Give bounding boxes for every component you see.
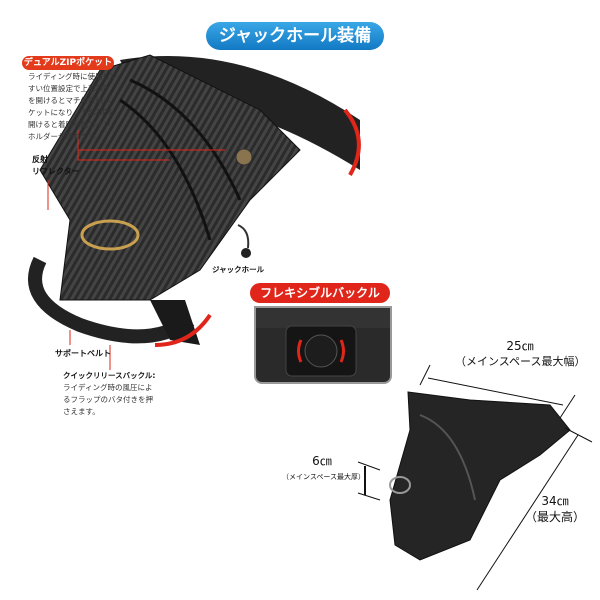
text-line: 開けると着脱可能コイン	[28, 120, 111, 129]
rotate-arrow-icon	[339, 339, 345, 363]
text-line: 反射	[32, 155, 48, 164]
jack-hole	[235, 148, 253, 166]
text-line: を開けるとマチ付収納ポ	[28, 96, 111, 105]
text-line: ライディング時の風圧によ	[63, 383, 153, 392]
dimension-note: （最大高）	[524, 510, 585, 524]
rotate-arrow-icon	[343, 108, 361, 176]
reflector-label: 反射 リフレクター	[32, 154, 80, 178]
text-line: リフレクター	[32, 167, 80, 176]
buckle-closeup	[254, 306, 392, 384]
text-line: すい位置設定で上部ZIP	[28, 84, 108, 93]
support-belt-label: サポートベルト	[55, 349, 111, 358]
flexible-buckle-title: フレキシブルバックル	[250, 283, 390, 303]
dimension-value: 34㎝	[541, 494, 569, 508]
width-dimension: 25㎝ （メインスペース最大幅）	[455, 338, 585, 370]
jack-hole-header: ジャックホール装備	[206, 22, 384, 50]
quick-release-title: クイックリリースバックル:	[63, 371, 156, 380]
dimension-note: （メインスペース最大厚）	[282, 473, 366, 481]
thickness-dimension: 6㎝ （メインスペース最大厚）	[282, 453, 366, 485]
dimension-value: 6㎝	[312, 454, 332, 468]
dimension-note: （メインスペース最大幅）	[455, 355, 586, 368]
height-dimension: 34㎝ （最大高）	[520, 493, 590, 525]
bag-dimensions-view	[389, 391, 571, 561]
main-bag	[39, 54, 301, 301]
buckle-dial	[304, 334, 338, 368]
earphone-icon	[241, 248, 251, 258]
support-belt	[28, 256, 195, 344]
rotate-arrow-icon	[154, 313, 212, 347]
logo-mark	[80, 219, 140, 251]
text-line: ケットになり、下部ZIPを	[28, 108, 115, 117]
zip-line	[129, 78, 242, 201]
dual-zip-title: デュアルZIPポケット	[22, 56, 114, 70]
dual-zip-description: ライディング時に使用しや すい位置設定で上部ZIP を開けるとマチ付収納ポ ケッ…	[28, 71, 117, 143]
text-line: ホルダーが現れます。	[28, 132, 103, 141]
text-line: るフラップのバタ付きを押	[63, 395, 153, 404]
dimension-value: 25㎝	[506, 339, 534, 353]
jack-hole-label: ジャックホール	[212, 265, 265, 274]
rotate-arrow-icon	[297, 339, 303, 363]
text-line: さえます。	[63, 407, 100, 416]
text-line: ライディング時に使用しや	[28, 72, 118, 81]
quick-release-description: クイックリリースバックル: ライディング時の風圧によ るフラップのバタ付きを押 …	[63, 370, 155, 418]
